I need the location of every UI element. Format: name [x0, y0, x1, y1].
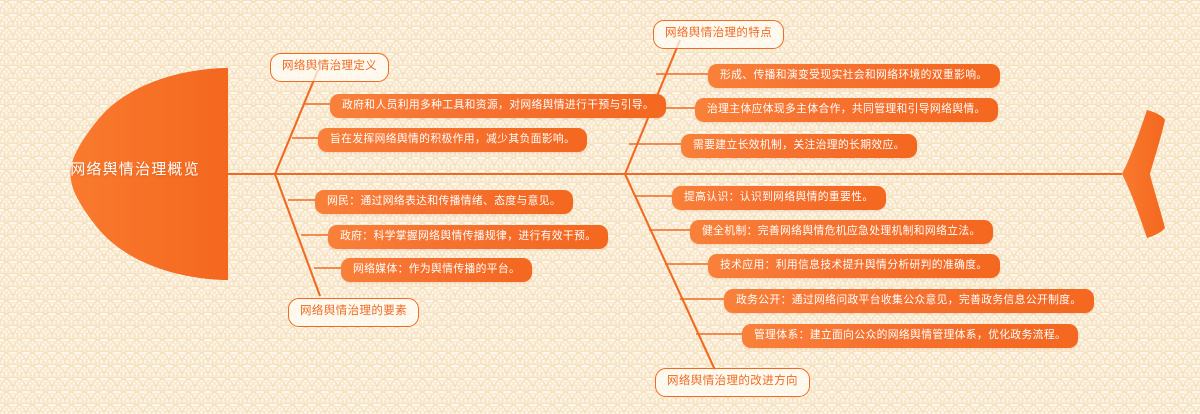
list-item[interactable]: 管理体系：建立面向公众的网络舆情管理体系，优化政务流程。 — [742, 324, 1079, 348]
list-item[interactable]: 旨在发挥网络舆情的积极作用，减少其负面影响。 — [318, 128, 588, 152]
list-item[interactable]: 政府和人员利用多种工具和资源，对网络舆情进行干预与引导。 — [330, 94, 667, 118]
list-item[interactable]: 需要建立长效机制，关注治理的长期效应。 — [681, 134, 917, 158]
branch-line-definition — [274, 69, 330, 175]
list-item[interactable]: 提高认识：认识到网络舆情的重要性。 — [672, 186, 886, 210]
branch-label-elements[interactable]: 网络舆情治理的要素 — [288, 298, 420, 327]
branch-label-improvements[interactable]: 网络舆情治理的改进方向 — [655, 368, 810, 397]
branch-label-characteristics[interactable]: 网络舆情治理的特点 — [653, 20, 785, 49]
branch-label-definition[interactable]: 网络舆情治理定义 — [270, 53, 390, 82]
list-item[interactable]: 政务公开：通过网络问政平台收集公众意见，完善政务信息公开制度。 — [724, 289, 1094, 313]
list-item[interactable]: 健全机制：完善网络舆情危机应急处理机制和网络立法。 — [690, 220, 993, 244]
list-item[interactable]: 治理主体应体现多主体合作，共同管理和引导网络舆情。 — [695, 98, 998, 122]
list-item[interactable]: 网民：通过网络表达和传播情绪、态度与意见。 — [315, 190, 574, 214]
list-item[interactable]: 网络媒体：作为舆情传播的平台。 — [341, 258, 533, 282]
fish-tail-shape — [1122, 110, 1165, 238]
list-item[interactable]: 形成、传播和演变受现实社会和网络环境的双重影响。 — [708, 64, 1000, 88]
list-item[interactable]: 技术应用：利用信息技术提升舆情分析研判的准确度。 — [708, 254, 1000, 278]
page-title: 网络舆情治理概览 — [70, 161, 200, 178]
list-item[interactable]: 政府：科学掌握网络舆情传播规律，进行有效干预。 — [328, 225, 609, 249]
